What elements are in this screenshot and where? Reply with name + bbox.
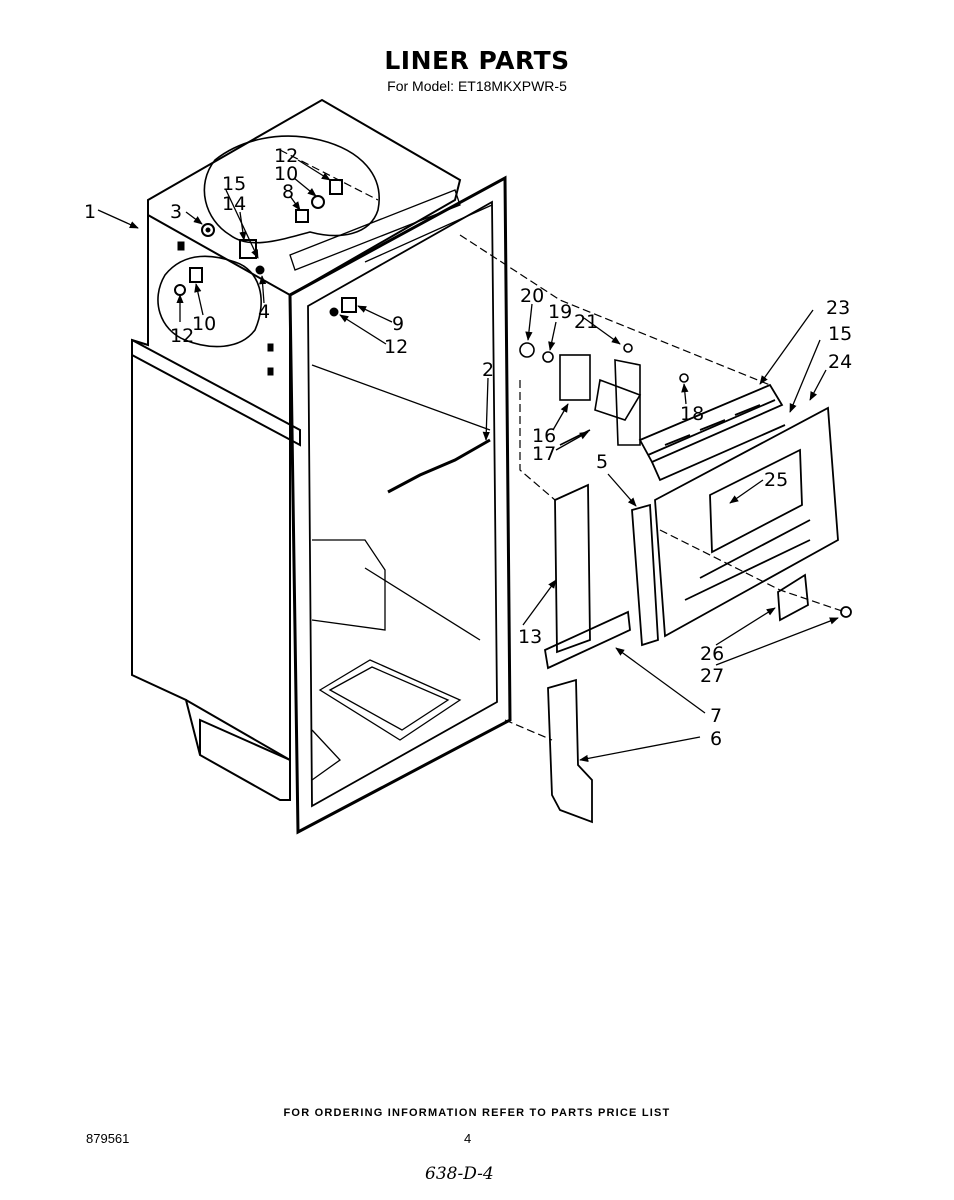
- evaporator-cover: [638, 383, 786, 482]
- callout-8: 8: [282, 181, 294, 203]
- callout-labels: 1 3 14 15 12 10 8 12 10 4 9 12 2 20 19 2…: [84, 145, 852, 750]
- callout-5: 5: [596, 451, 608, 473]
- callout-10-left: 10: [192, 313, 216, 335]
- cabinet-hardware: [174, 179, 357, 376]
- liner-cabinet: [131, 98, 462, 801]
- liner-interior: [289, 189, 493, 781]
- callout-18: 18: [680, 403, 704, 425]
- ordering-note: FOR ORDERING INFORMATION REFER TO PARTS …: [283, 1107, 671, 1119]
- callout-12-top: 12: [274, 145, 298, 167]
- callout-1: 1: [84, 201, 96, 223]
- callout-16: 16: [532, 425, 556, 447]
- callout-27: 27: [700, 665, 724, 687]
- callout-9: 9: [392, 313, 404, 335]
- callout-15-right: 15: [828, 323, 852, 345]
- handwritten-note: 638-D-4: [425, 1164, 494, 1184]
- page-title: LINER PARTS: [384, 46, 570, 75]
- wire-harness: [387, 438, 491, 494]
- model-subtitle: For Model: ET18MKXPWR-5: [387, 78, 567, 94]
- callout-7: 7: [710, 705, 722, 727]
- side-panels: [543, 483, 659, 824]
- callout-26: 26: [700, 643, 724, 665]
- callout-24: 24: [828, 351, 852, 373]
- callout-2: 2: [482, 359, 494, 381]
- callout-10-top: 10: [274, 163, 298, 185]
- callout-17: 17: [532, 443, 556, 465]
- callout-21: 21: [574, 311, 598, 333]
- callout-12-left: 12: [170, 325, 194, 347]
- heater-plate: [777, 573, 852, 622]
- document-number: 879561: [86, 1131, 130, 1146]
- callout-6: 6: [710, 728, 722, 750]
- callout-3: 3: [170, 201, 182, 223]
- callout-12-frame: 12: [384, 336, 408, 358]
- callout-4: 4: [258, 301, 270, 323]
- leader-lines: [97, 159, 839, 763]
- liner-frame: [288, 175, 512, 835]
- callout-23: 23: [826, 297, 850, 319]
- liner-back-panel: [654, 406, 839, 638]
- page-number: 4: [464, 1131, 472, 1146]
- callout-20: 20: [520, 285, 544, 307]
- callout-15-top: 15: [222, 173, 246, 195]
- callout-14: 14: [222, 193, 246, 215]
- cutaway-insets: [157, 135, 380, 348]
- callout-13: 13: [518, 626, 542, 648]
- callout-19: 19: [548, 301, 572, 323]
- callout-25: 25: [764, 469, 788, 491]
